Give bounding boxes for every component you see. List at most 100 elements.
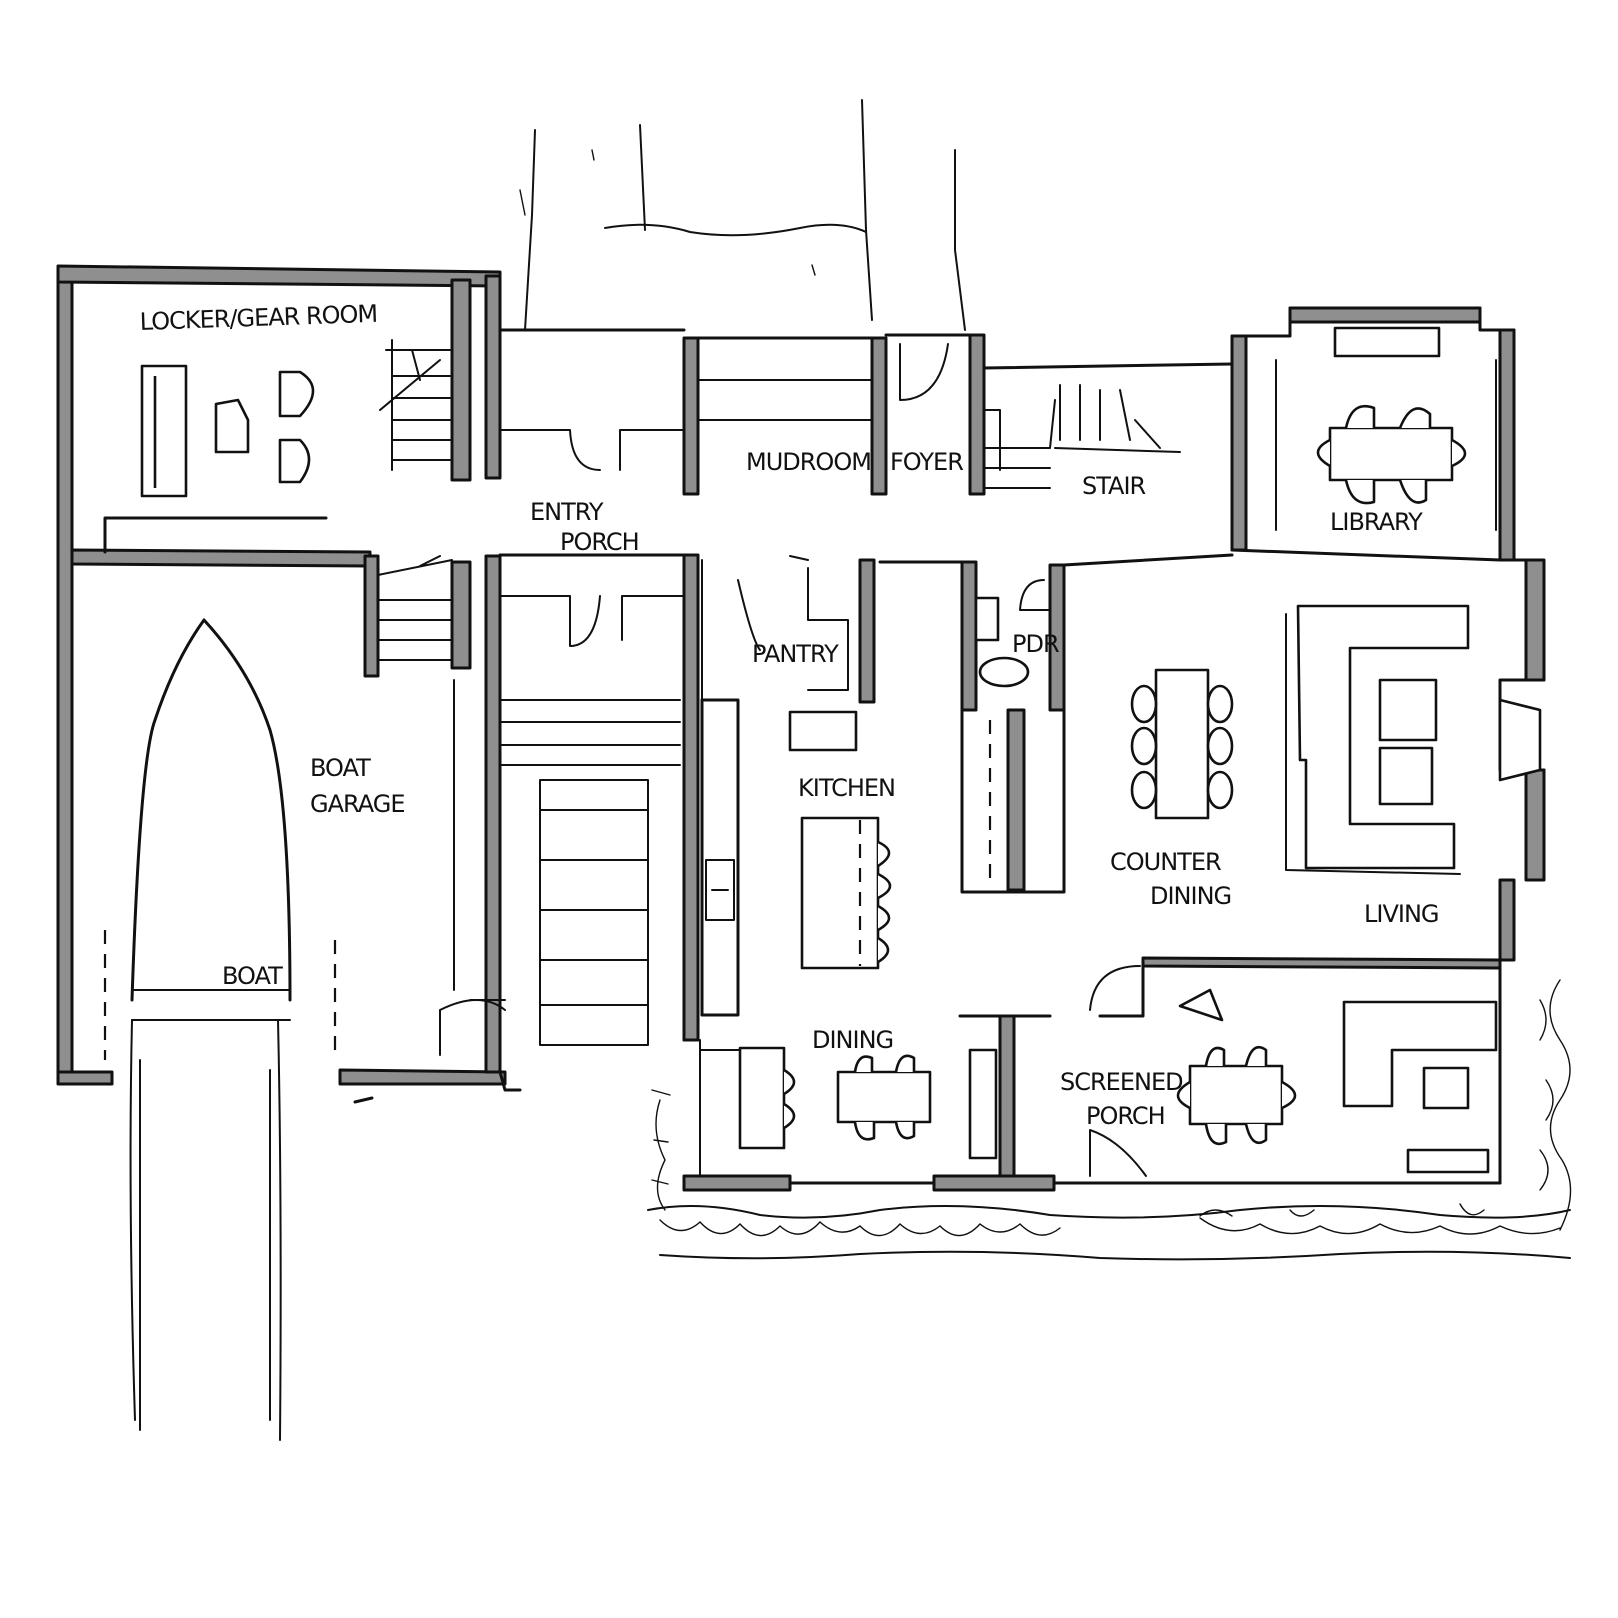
walls — [56, 264, 1546, 1192]
cd-chair-3 — [1130, 770, 1158, 810]
closet-wall — [1006, 708, 1026, 892]
sp-chair-6 — [1281, 1080, 1297, 1110]
boat-garage-elements — [103, 618, 455, 1441]
powder-sink — [974, 596, 1000, 642]
boat-launch-rail-right — [277, 1019, 282, 1441]
locker-stair-wall — [450, 278, 472, 482]
library-furniture — [1275, 326, 1497, 531]
library-chair-1 — [1344, 404, 1376, 429]
south-wall-garage — [56, 1070, 114, 1086]
boat-hull — [130, 618, 292, 1002]
label-boat-garage-2: GARAGE — [310, 790, 404, 818]
stool-1 — [877, 840, 891, 868]
kitchen-furniture — [705, 816, 892, 970]
east-wall-bottom — [1498, 878, 1516, 962]
label-locker-gear-room: LOCKER/GEAR ROOM — [139, 300, 377, 336]
living-ottoman-1 — [1378, 678, 1438, 742]
landscape-scribble — [647, 979, 1572, 1261]
dining-closet-wall — [998, 1014, 1016, 1182]
cd-chair-2 — [1130, 726, 1158, 766]
storage-shelves — [539, 779, 649, 1046]
porch-sectional — [1342, 1000, 1498, 1108]
cd-chair-6 — [1206, 770, 1234, 810]
locker-seat-2 — [278, 370, 315, 418]
garage-east-wall — [484, 554, 502, 1074]
porch-entry-door — [1089, 965, 1141, 1011]
entry-door-bottom — [499, 595, 685, 647]
cd-chair-5 — [1206, 726, 1234, 766]
powder-door — [1019, 579, 1051, 611]
pantry-east-wall — [858, 558, 876, 704]
east-wall-living-lower — [1524, 768, 1546, 882]
sp-chair-5 — [1176, 1080, 1191, 1110]
pantry-powder — [701, 555, 1051, 752]
south-wall-garage-right — [338, 1068, 507, 1086]
dn-chair-2 — [894, 1054, 916, 1073]
library-chair-5 — [1316, 438, 1331, 468]
entry-steps — [499, 699, 681, 766]
locker-room-furniture — [103, 339, 451, 554]
south-wall-dining-right — [932, 1174, 1056, 1192]
stool-4 — [877, 936, 890, 964]
partitions — [353, 306, 1546, 1185]
label-dining: DINING — [812, 1026, 893, 1054]
porch-table — [1188, 1064, 1284, 1126]
counter-dining-table — [1154, 668, 1210, 820]
label-powder: PDR — [1012, 630, 1059, 658]
dn-chair-1 — [853, 1055, 874, 1073]
library-chair-6 — [1451, 438, 1467, 468]
south-wall-dining — [682, 1174, 792, 1192]
garage-stair-wall — [363, 554, 380, 678]
library-bay-north — [1288, 306, 1482, 324]
label-entry-porch-2: PORCH — [560, 528, 639, 556]
dining-furniture — [699, 1039, 998, 1177]
mudroom-foyer-stair — [697, 343, 1181, 489]
label-mudroom: MUDROOM — [746, 448, 871, 476]
room-labels: LOCKER/GEAR ROOM MUDROOM FOYER STAIR LIB… — [139, 300, 1439, 1130]
label-stair: STAIR — [1082, 472, 1146, 500]
dining-buffet-chair-2 — [783, 1102, 796, 1130]
sp-chair-3 — [1204, 1123, 1228, 1146]
locker-counter — [103, 516, 328, 554]
mudroom-foyer-wall — [870, 336, 888, 496]
porch-bench — [1406, 1148, 1490, 1174]
dining-buffet-chair-1 — [783, 1068, 796, 1096]
entry-porch-elements — [377, 429, 685, 1056]
locker-tower-wall — [484, 274, 502, 480]
locker-stair — [379, 339, 451, 471]
library-west-wall — [1230, 334, 1248, 552]
pantry-appliance — [788, 710, 858, 752]
cd-chair-1 — [1130, 684, 1158, 724]
garage-door-arc — [439, 999, 506, 1056]
garage-stair — [377, 555, 453, 661]
living-furniture — [1285, 604, 1542, 875]
porch-north-wall — [1141, 956, 1502, 970]
library-chair-4 — [1398, 479, 1428, 504]
label-kitchen: KITCHEN — [798, 774, 895, 802]
dn-chair-3 — [853, 1121, 876, 1141]
living-sectional — [1296, 604, 1470, 870]
porch-door — [1089, 1129, 1147, 1177]
label-screened-porch-2: PORCH — [1086, 1102, 1165, 1130]
garage-stair-east — [450, 560, 472, 670]
sp-chair-4 — [1244, 1123, 1268, 1145]
kitchen-west-wall — [682, 553, 700, 1042]
porch-fire-feature — [1178, 988, 1224, 1022]
bench-left — [140, 364, 188, 498]
living-sectional-back — [1285, 613, 1461, 875]
label-library: LIBRARY — [1330, 508, 1423, 536]
kitchen-sink — [705, 859, 735, 921]
living-fireplace — [1498, 698, 1542, 782]
foyer-stair-wall — [968, 333, 986, 496]
dn-chair-4 — [894, 1121, 916, 1140]
west-wall — [56, 268, 74, 1084]
north-wall-west — [56, 264, 502, 288]
pantry-shelves — [701, 555, 849, 701]
library-bookcase — [1333, 326, 1441, 358]
foyer-door — [899, 343, 949, 401]
library-chair-3 — [1344, 479, 1376, 505]
label-living: LIVING — [1364, 900, 1439, 928]
stool-2 — [877, 872, 892, 900]
kitchen-island — [800, 816, 880, 970]
